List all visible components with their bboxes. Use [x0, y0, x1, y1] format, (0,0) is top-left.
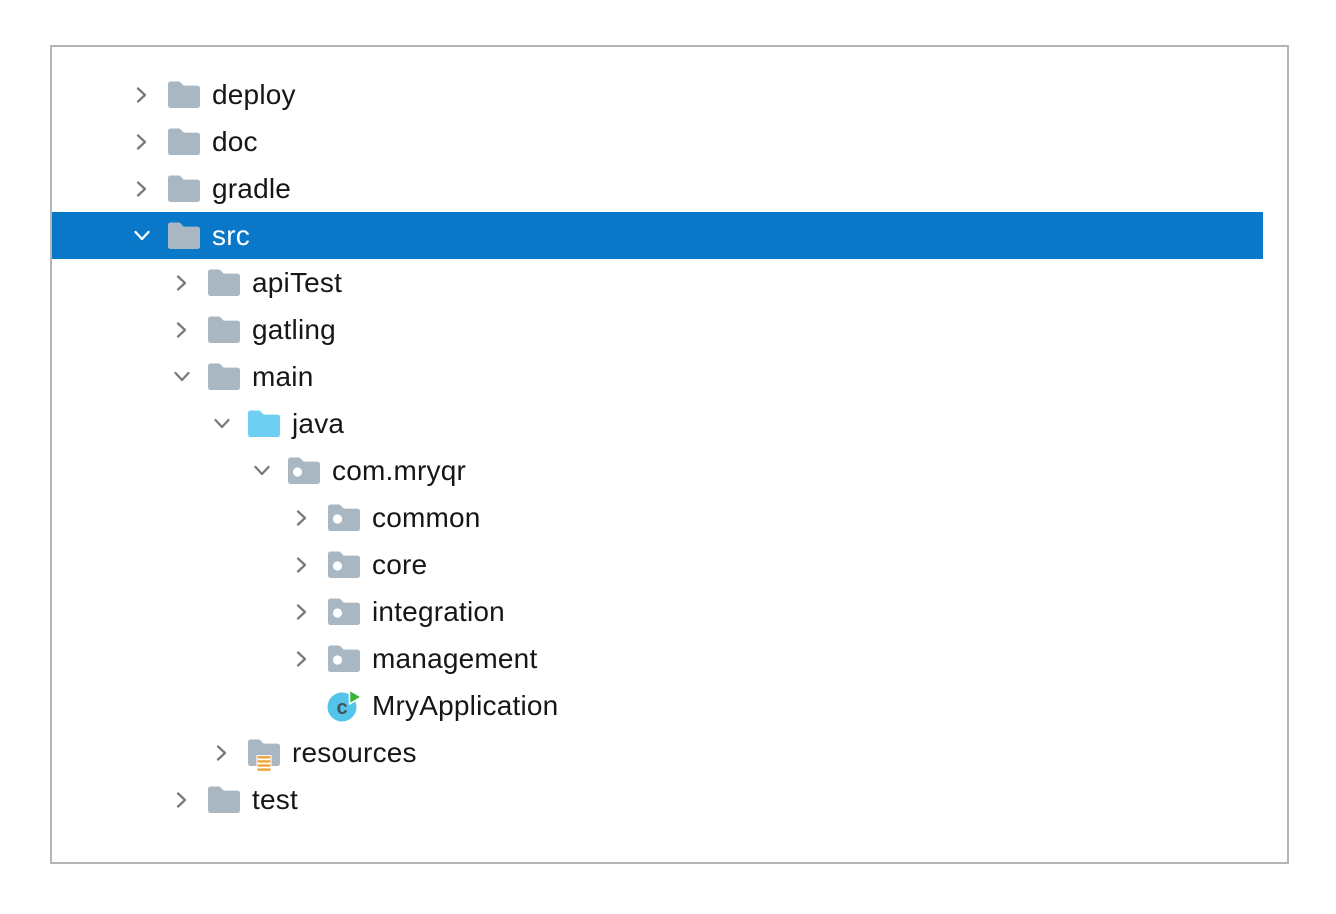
chevron-right-icon[interactable] — [290, 506, 314, 530]
tree-item-label: java — [292, 407, 345, 439]
tree-item-label: common — [372, 501, 481, 533]
chevron-right-icon[interactable] — [170, 788, 194, 812]
chevron-right-icon[interactable] — [130, 130, 154, 154]
package-icon — [328, 645, 360, 672]
tree-item-label: deploy — [212, 78, 296, 110]
tree-item-label: management — [372, 642, 538, 674]
folder-icon — [168, 222, 200, 249]
tree-item-core[interactable]: core — [52, 541, 1263, 588]
package-icon — [328, 598, 360, 625]
tree-item-label: MryApplication — [372, 689, 559, 721]
chevron-down-icon[interactable] — [210, 412, 234, 436]
chevron-right-icon[interactable] — [170, 271, 194, 295]
folder-icon — [168, 128, 200, 155]
tree-item-label: src — [212, 219, 250, 251]
chevron-right-icon[interactable] — [290, 553, 314, 577]
tree-item-src[interactable]: src — [52, 212, 1263, 259]
tree-item-label: integration — [372, 595, 505, 627]
tree-item-apitest[interactable]: apiTest — [52, 259, 1263, 306]
tree-item-management[interactable]: management — [52, 635, 1263, 682]
tree-item-com-mryqr[interactable]: com.mryqr — [52, 447, 1263, 494]
tree-item-gradle[interactable]: gradle — [52, 165, 1263, 212]
tree-item-doc[interactable]: doc — [52, 118, 1263, 165]
chevron-down-icon[interactable] — [250, 459, 274, 483]
package-icon — [328, 504, 360, 531]
tree-item-integration[interactable]: integration — [52, 588, 1263, 635]
tree-item-mryapplication[interactable]: MryApplication — [52, 682, 1263, 729]
tree-item-label: apiTest — [252, 266, 343, 298]
tree-item-test[interactable]: test — [52, 776, 1263, 823]
project-tree-panel: deploy doc gradle src apiTest — [50, 45, 1289, 864]
package-icon — [328, 551, 360, 578]
chevron-right-icon[interactable] — [210, 741, 234, 765]
chevron-right-icon[interactable] — [130, 177, 154, 201]
chevron-right-icon[interactable] — [290, 647, 314, 671]
tree-item-label: resources — [292, 736, 417, 768]
tree-item-label: doc — [212, 125, 258, 157]
folder-resources-icon — [248, 739, 280, 766]
tree-item-label: test — [252, 783, 298, 815]
tree-item-label: core — [372, 548, 428, 580]
tree-item-label: main — [252, 360, 314, 392]
tree-item-label: gradle — [212, 172, 292, 204]
tree-item-java[interactable]: java — [52, 400, 1263, 447]
chevron-right-icon[interactable] — [130, 83, 154, 107]
folder-icon — [208, 786, 240, 813]
folder-icon — [168, 175, 200, 202]
tree-item-resources[interactable]: resources — [52, 729, 1263, 776]
folder-icon — [208, 363, 240, 390]
tree-item-gatling[interactable]: gatling — [52, 306, 1263, 353]
folder-source-icon — [248, 410, 280, 437]
folder-icon — [208, 316, 240, 343]
tree-item-main[interactable]: main — [52, 353, 1263, 400]
class-run-icon — [328, 692, 360, 719]
package-icon — [288, 457, 320, 484]
chevron-down-icon[interactable] — [130, 224, 154, 248]
tree-item-deploy[interactable]: deploy — [52, 71, 1263, 118]
folder-icon — [208, 269, 240, 296]
chevron-down-icon[interactable] — [170, 365, 194, 389]
chevron-right-icon[interactable] — [170, 318, 194, 342]
folder-icon — [168, 81, 200, 108]
tree-item-common[interactable]: common — [52, 494, 1263, 541]
chevron-right-icon[interactable] — [290, 600, 314, 624]
tree-item-label: gatling — [252, 313, 336, 345]
tree-item-label: com.mryqr — [332, 454, 467, 486]
project-tree: deploy doc gradle src apiTest — [52, 47, 1287, 823]
